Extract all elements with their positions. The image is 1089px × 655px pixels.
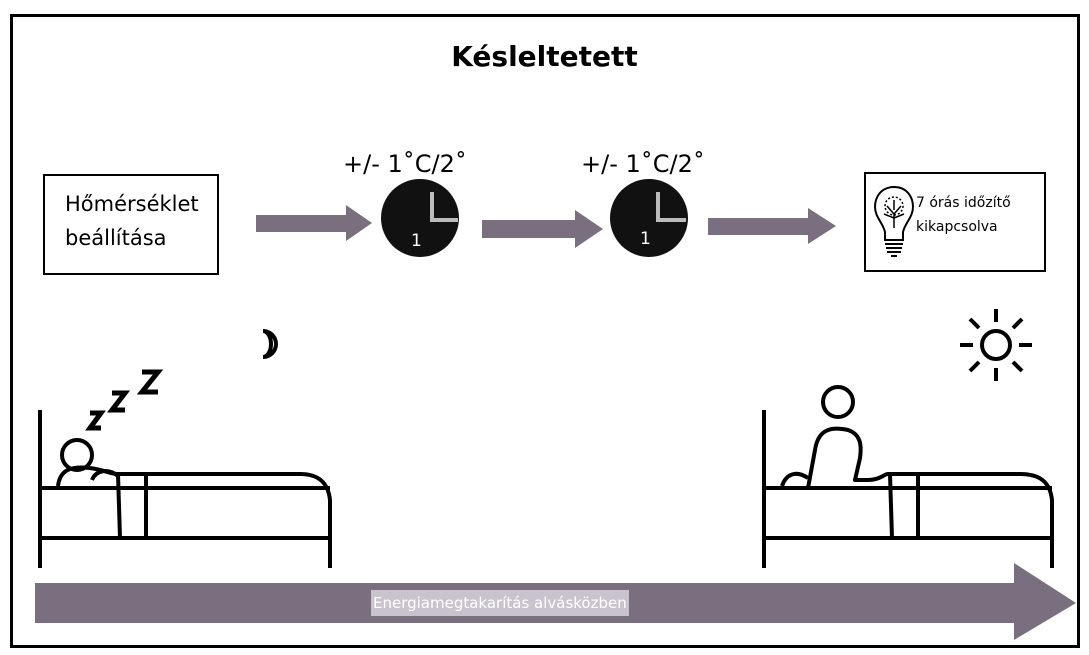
clock1-number: 1 xyxy=(411,231,422,251)
start-box-line2: beállítása xyxy=(65,226,167,250)
start-box: Hőmérséklet beállítása xyxy=(43,174,219,275)
moon-icon xyxy=(262,329,278,359)
clock2-number: 1 xyxy=(640,229,651,249)
lightbulb-icon xyxy=(873,185,915,257)
end-box-line1: 7 órás időzítő xyxy=(916,195,1011,211)
flow-arrow-2 xyxy=(482,210,603,248)
sun-icon xyxy=(960,309,1032,381)
flow-arrow-1 xyxy=(256,205,372,241)
sleeping-person-icon xyxy=(38,410,332,568)
awake-person-icon xyxy=(762,385,1054,568)
start-box-line1: Hőmérséklet xyxy=(65,192,199,216)
clock-icon xyxy=(381,179,459,257)
timeline-arrow-label: Energiamegtakarítás alvásközben xyxy=(371,590,629,616)
end-box: 7 órás időzítő kikapcsolva xyxy=(864,172,1046,272)
step2-temp-label: +/- 1˚C/2˚ xyxy=(581,150,705,178)
diagram-title: Késleltetett xyxy=(451,40,638,73)
zzz-icon xyxy=(85,369,164,431)
step1-temp-label: +/- 1˚C/2˚ xyxy=(343,150,467,178)
flow-arrow-3 xyxy=(708,208,836,244)
clock-icon xyxy=(610,179,688,257)
diagram-frame xyxy=(10,14,1080,648)
timeline-arrow xyxy=(35,563,1076,640)
end-box-line2: kikapcsolva xyxy=(916,219,998,235)
